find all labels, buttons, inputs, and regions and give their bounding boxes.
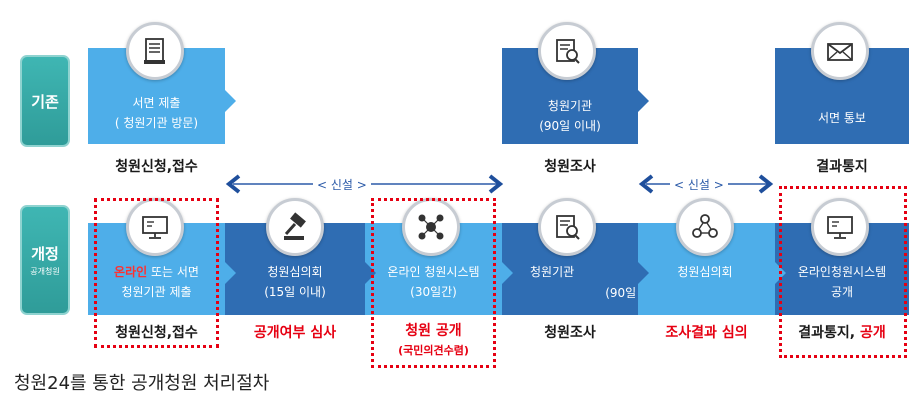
bottom-stage-agency-notch-in (502, 262, 513, 284)
figure-caption: 청원24를 통한 공개청원 처리절차 (14, 373, 270, 394)
top-stage-notice-text: 서면 통보 (775, 108, 909, 128)
bottom-stage-online-text: 온라인 청원시스템 (30일간) (365, 262, 502, 302)
certificate-icon (556, 215, 580, 240)
document-icon (144, 38, 165, 64)
envelope-icon (827, 43, 853, 61)
b1-line1: 온라인 또는 서면 (88, 262, 225, 282)
top-stage-submit-notch (225, 90, 236, 112)
top-stage-agency-text: 청원기관 (90일 이내) (502, 96, 638, 136)
bottom-stage-online-notch-in (365, 262, 376, 284)
new-sublabel-text: 공개청원 (30, 267, 60, 276)
b1-online-red: 온라인 (114, 265, 148, 279)
monitor-icon (142, 216, 168, 239)
people-network-icon (418, 214, 444, 240)
new-label-left: < 신설 > (313, 176, 371, 193)
b6-line1: 온라인청원시스템 (797, 265, 887, 279)
bottom-stage-committee-notch-in (225, 262, 236, 284)
bottom-stage-agency-text: 청원기관 (502, 262, 674, 282)
b6-caption-b: 공개 (859, 325, 886, 341)
b2-line2: (15일 이내) (264, 285, 326, 299)
top-s2-line1: 청원기관 (547, 99, 593, 113)
top-s2-caption: 청원조사 (544, 159, 596, 175)
monitor-icon-circle-right (811, 198, 869, 256)
b3-caption: 청원 공개 (405, 323, 462, 339)
committee-icon (692, 214, 718, 238)
b6-caption-a: 결과통지, (798, 325, 860, 341)
row-label-old: 기존 (20, 55, 70, 147)
b5-line1: 청원심의회 (677, 265, 733, 279)
b3-line2: (30일간) (410, 285, 457, 299)
bottom-stage-committee-text: 청원심의회 (15일 이내) (225, 262, 365, 302)
bottom-stage-review-notch-in (638, 262, 649, 284)
b2-line1: 청원심의회 (267, 265, 323, 279)
top-s3-caption: 결과통지 (816, 159, 868, 175)
b4-line1: 청원기관 (530, 265, 575, 279)
gavel-icon-circle (266, 198, 324, 256)
certificate-icon-circle-top (538, 22, 596, 80)
certificate-icon-circle-bottom (538, 198, 596, 256)
top-s2-line2: (90일 이내) (539, 119, 601, 133)
monitor-icon (827, 216, 853, 239)
top-stage-agency-notch (638, 90, 649, 112)
new-label-right: < 신설 > (670, 176, 728, 193)
b3-caption2: (국민의견수렴) (398, 344, 469, 357)
committee-icon-circle (676, 198, 734, 256)
b1-line2: 청원기관 제출 (121, 285, 192, 299)
bottom-stage-review-text: 청원심의회 (650, 262, 760, 282)
b1-caption: 청원신청,접수 (115, 325, 198, 341)
b4-caption: 청원조사 (544, 325, 596, 341)
certificate-icon (556, 39, 580, 64)
old-label-text: 기존 (31, 93, 59, 111)
monitor-icon-circle-left (126, 198, 184, 256)
b1-rest: 또는 서면 (147, 265, 199, 279)
b5-caption: 조사결과 심의 (665, 325, 748, 341)
envelope-icon-circle (811, 22, 869, 80)
b3-line1: 온라인 청원시스템 (387, 265, 480, 279)
gavel-icon (284, 212, 306, 240)
b2-caption: 공개여부 심사 (253, 325, 337, 341)
bottom-stage-submit-text: 온라인 또는 서면 청원기관 제출 (88, 262, 225, 302)
new-label-text: 개정 (31, 245, 59, 263)
top-s3-line1: 서면 통보 (818, 111, 866, 125)
bottom-stage-publish-text: 온라인청원시스템 공개 (775, 262, 909, 302)
top-s1-caption: 청원신청,접수 (115, 159, 198, 175)
top-s1-line1: 서면 제출 (132, 96, 181, 110)
top-stage-submit-text: 서면 제출 ( 청원기관 방문) (88, 93, 225, 133)
top-s1-line2: ( 청원기관 방문) (114, 116, 199, 130)
highlight-box-online (371, 198, 496, 368)
document-icon-circle (126, 22, 184, 80)
highlight-box-submit (94, 198, 219, 348)
row-label-new: 개정 공개청원 (20, 205, 70, 315)
b6-caption: 결과통지, 공개 (775, 322, 909, 342)
b6-line2: 공개 (830, 285, 854, 299)
highlight-box-publish (779, 186, 907, 358)
